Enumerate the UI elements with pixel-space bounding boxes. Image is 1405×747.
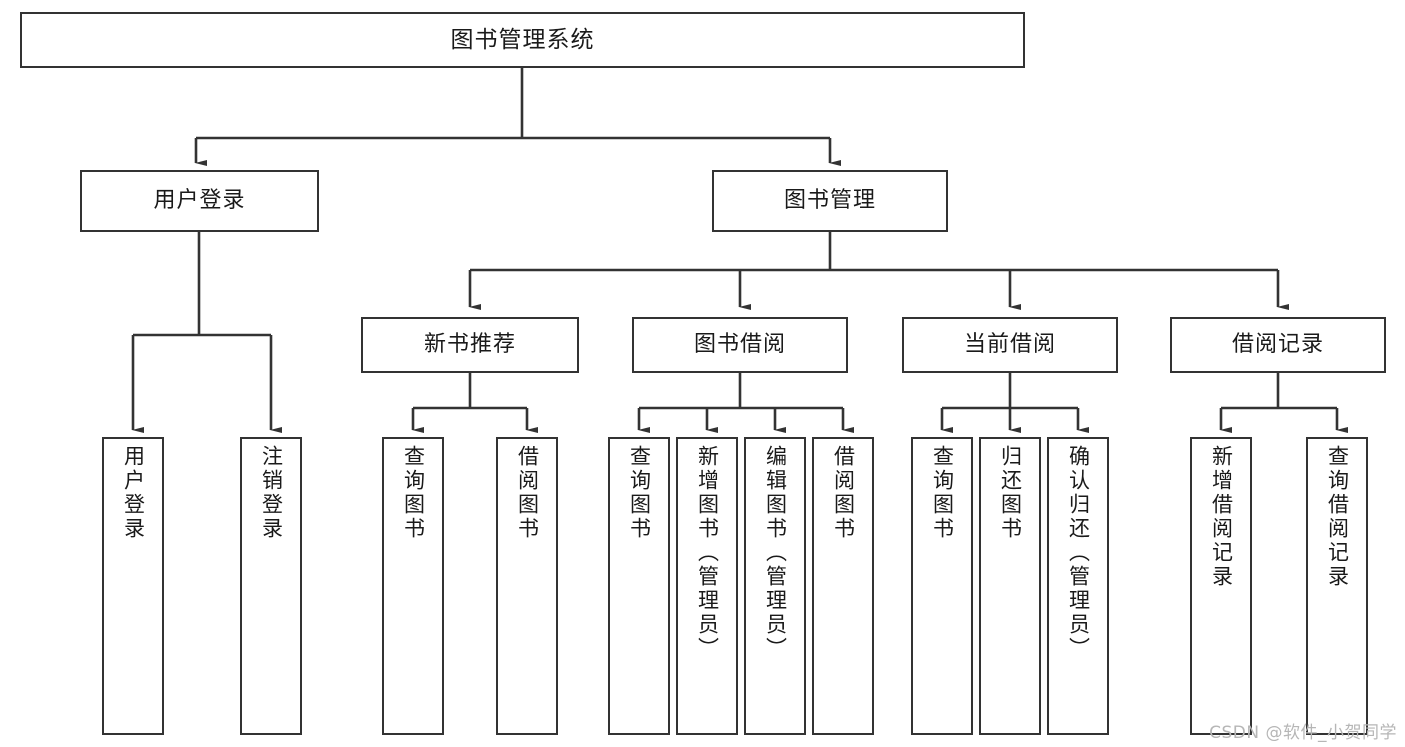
node-label: 图书管理系统 <box>450 26 595 53</box>
leaf-book-borrow-add-book-admin[interactable]: 新增图书（管理员） <box>676 437 738 735</box>
node-root-book-management-system[interactable]: 图书管理系统 <box>20 12 1025 68</box>
leaf-user-login-logout[interactable]: 注销登录 <box>240 437 302 735</box>
leaf-book-borrow-query-book[interactable]: 查询图书 <box>608 437 670 735</box>
node-book-management[interactable]: 图书管理 <box>712 170 948 232</box>
node-label: 归还图书 <box>998 445 1023 541</box>
node-label: 图书借阅 <box>693 332 786 358</box>
leaf-records-query-record[interactable]: 查询借阅记录 <box>1306 437 1368 735</box>
node-label: 确认归还（管理员） <box>1066 445 1091 661</box>
node-label: 新书推荐 <box>423 332 516 358</box>
node-current-borrow[interactable]: 当前借阅 <box>902 317 1118 373</box>
leaf-user-login-login[interactable]: 用户登录 <box>102 437 164 735</box>
node-label: 查询图书 <box>627 445 652 541</box>
leaf-records-add-record[interactable]: 新增借阅记录 <box>1190 437 1252 735</box>
node-label: 新增图书（管理员） <box>695 445 720 661</box>
node-label: 编辑图书（管理员） <box>763 445 788 661</box>
node-user-login[interactable]: 用户登录 <box>80 170 319 232</box>
node-label: 图书管理 <box>783 188 876 214</box>
node-label: 借阅记录 <box>1231 332 1324 358</box>
node-label: 用户登录 <box>153 188 246 214</box>
node-label: 查询借阅记录 <box>1325 445 1350 589</box>
leaf-new-books-query-book[interactable]: 查询图书 <box>382 437 444 735</box>
node-label: 注销登录 <box>259 445 284 541</box>
node-label: 借阅图书 <box>515 445 540 541</box>
leaf-current-borrow-query-book[interactable]: 查询图书 <box>911 437 973 735</box>
node-label: 用户登录 <box>121 445 146 541</box>
node-borrow-records[interactable]: 借阅记录 <box>1170 317 1386 373</box>
leaf-book-borrow-edit-book-admin[interactable]: 编辑图书（管理员） <box>744 437 806 735</box>
leaf-current-borrow-return-book[interactable]: 归还图书 <box>979 437 1041 735</box>
node-label: 查询图书 <box>401 445 426 541</box>
node-label: 查询图书 <box>930 445 955 541</box>
node-label: 当前借阅 <box>963 332 1056 358</box>
leaf-current-borrow-confirm-return-admin[interactable]: 确认归还（管理员） <box>1047 437 1109 735</box>
leaf-book-borrow-borrow-book[interactable]: 借阅图书 <box>812 437 874 735</box>
leaf-new-books-borrow-book[interactable]: 借阅图书 <box>496 437 558 735</box>
node-new-book-recommend[interactable]: 新书推荐 <box>361 317 579 373</box>
csdn-watermark: CSDN @软件_小贺同学 <box>1209 723 1397 743</box>
node-label: 新增借阅记录 <box>1209 445 1234 589</box>
node-book-borrow[interactable]: 图书借阅 <box>632 317 848 373</box>
node-label: 借阅图书 <box>831 445 856 541</box>
